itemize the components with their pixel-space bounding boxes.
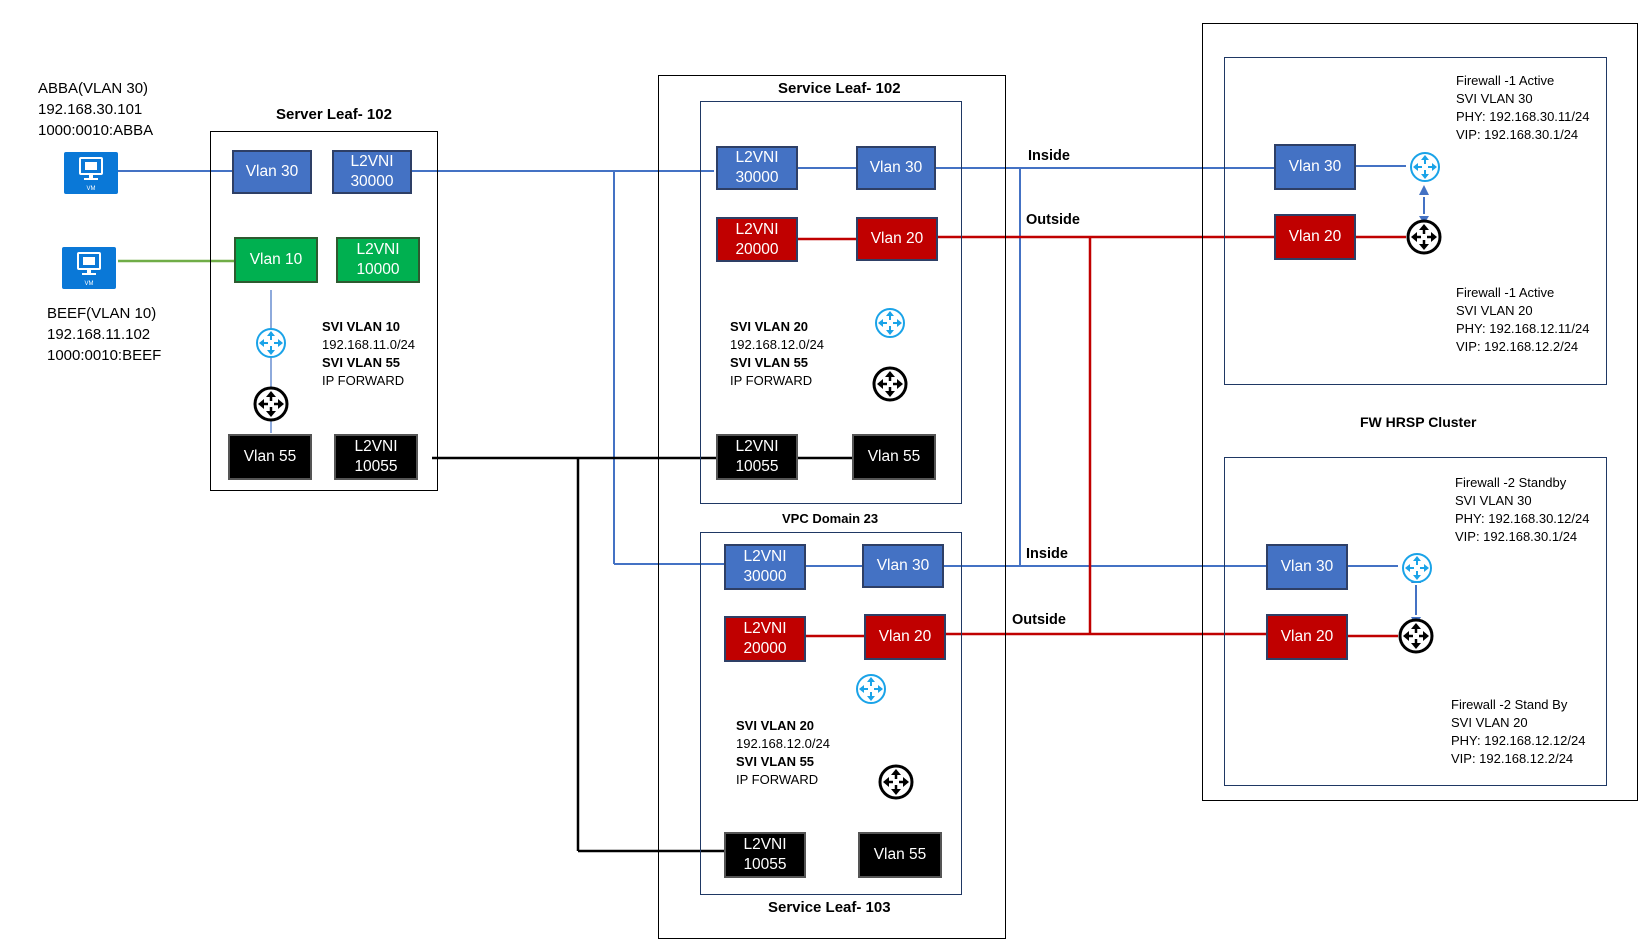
firewall-1-frame (1224, 57, 1607, 385)
vm-icon[interactable]: VM (62, 247, 116, 289)
service-leaf-103-vlan55[interactable]: Vlan 55 (858, 832, 942, 878)
service-leaf-102-vlan30[interactable]: Vlan 30 (856, 146, 936, 190)
firewall-1-outside-info: Firewall -1 Active SVI VLAN 20 PHY: 192.… (1456, 285, 1590, 354)
firewall-2-vlan30[interactable]: Vlan 30 (1266, 544, 1348, 590)
server-leaf-frame (210, 131, 438, 491)
service-leaf-103-l2vni-30000[interactable]: L2VNI 30000 (724, 544, 806, 590)
server-leaf-l2vni-10000[interactable]: L2VNI 10000 (336, 237, 420, 283)
server-leaf-vlan55[interactable]: Vlan 55 (228, 434, 312, 480)
outside-link-label: Outside (1026, 212, 1080, 228)
firewall-2-outside-info: Firewall -2 Stand By SVI VLAN 20 PHY: 19… (1451, 697, 1586, 766)
router-icon[interactable] (1409, 151, 1441, 183)
service-leaf-103-svi-info: SVI VLAN 20 192.168.12.0/24 SVI VLAN 55 … (736, 718, 830, 787)
switch-router-icon[interactable] (1406, 219, 1442, 255)
service-leaf-102-vlan20[interactable]: Vlan 20 (856, 217, 938, 261)
service-leaf-103-frame (700, 532, 962, 895)
host-beef-info: BEEF(VLAN 10) 192.168.11.102 1000:0010:B… (47, 303, 161, 366)
host-beef-name: BEEF(VLAN 10) (47, 305, 157, 322)
router-icon[interactable] (874, 307, 906, 339)
server-leaf-svi-info: SVI VLAN 10 192.168.11.0/24 SVI VLAN 55 … (322, 319, 416, 388)
service-leaf-102-frame (700, 101, 962, 504)
server-leaf-l2vni-30000[interactable]: L2VNI 30000 (332, 150, 412, 194)
vpc-domain-frame (658, 75, 1006, 939)
firewall-1-inside-info: Firewall -1 Active SVI VLAN 30 PHY: 192.… (1456, 73, 1590, 142)
firewall-2-frame (1224, 457, 1607, 786)
firewall-2-vlan20[interactable]: Vlan 20 (1266, 614, 1348, 660)
service-leaf-103-vlan20[interactable]: Vlan 20 (864, 614, 946, 660)
switch-router-icon[interactable] (253, 386, 289, 422)
vm-label: VM (84, 281, 94, 287)
fw-cluster-frame (1202, 23, 1638, 801)
host-abba-ip: 192.168.30.101 (38, 101, 143, 118)
vpc-domain-title: VPC Domain 23 (782, 511, 879, 526)
host-abba-name: ABBA(VLAN 30) (38, 80, 149, 97)
outside-link-label: Outside (1012, 612, 1066, 628)
vm-icon[interactable]: VM (64, 152, 118, 194)
host-beef-ip: 192.168.11.102 (47, 326, 151, 343)
service-leaf-102-svi-info: SVI VLAN 20 192.168.12.0/24 SVI VLAN 55 … (730, 319, 824, 388)
fw-cluster-title: FW HRSP Cluster (1360, 414, 1477, 430)
host-beef-mac: 1000:0010:BEEF (47, 347, 162, 364)
service-leaf-102-l2vni-30000[interactable]: L2VNI 30000 (716, 146, 798, 190)
router-icon[interactable] (255, 327, 287, 359)
firewall-2-inside-info: Firewall -2 Standby SVI VLAN 30 PHY: 192… (1455, 475, 1590, 544)
service-leaf-102-vlan55[interactable]: Vlan 55 (852, 434, 936, 480)
host-abba-mac: 1000:0010:ABBA (38, 122, 154, 139)
service-leaf-102-l2vni-10055[interactable]: L2VNI 10055 (716, 434, 798, 480)
inside-link-label: Inside (1028, 148, 1070, 164)
switch-router-icon[interactable] (878, 764, 914, 800)
server-leaf-vlan10[interactable]: Vlan 10 (234, 237, 318, 283)
inside-link-label: Inside (1026, 546, 1068, 562)
router-icon[interactable] (855, 673, 887, 705)
vm-label: VM (86, 186, 96, 192)
service-leaf-103-title: Service Leaf- 103 (768, 899, 891, 916)
server-leaf-title: Server Leaf- 102 (276, 106, 392, 123)
service-leaf-102-l2vni-20000[interactable]: L2VNI 20000 (716, 217, 798, 262)
server-leaf-l2vni-10055[interactable]: L2VNI 10055 (334, 434, 418, 480)
router-icon[interactable] (1401, 552, 1433, 584)
host-abba-info: ABBA(VLAN 30) 192.168.30.101 1000:0010:A… (38, 78, 153, 141)
switch-router-icon[interactable] (872, 366, 908, 402)
service-leaf-103-l2vni-10055[interactable]: L2VNI 10055 (724, 832, 806, 878)
service-leaf-103-vlan30[interactable]: Vlan 30 (862, 544, 944, 588)
firewall-1-vlan30[interactable]: Vlan 30 (1274, 144, 1356, 190)
switch-router-icon[interactable] (1398, 618, 1434, 654)
server-leaf-vlan30[interactable]: Vlan 30 (232, 150, 312, 194)
firewall-1-vlan20[interactable]: Vlan 20 (1274, 214, 1356, 260)
service-leaf-103-l2vni-20000[interactable]: L2VNI 20000 (724, 616, 806, 662)
service-leaf-102-title: Service Leaf- 102 (778, 80, 901, 97)
